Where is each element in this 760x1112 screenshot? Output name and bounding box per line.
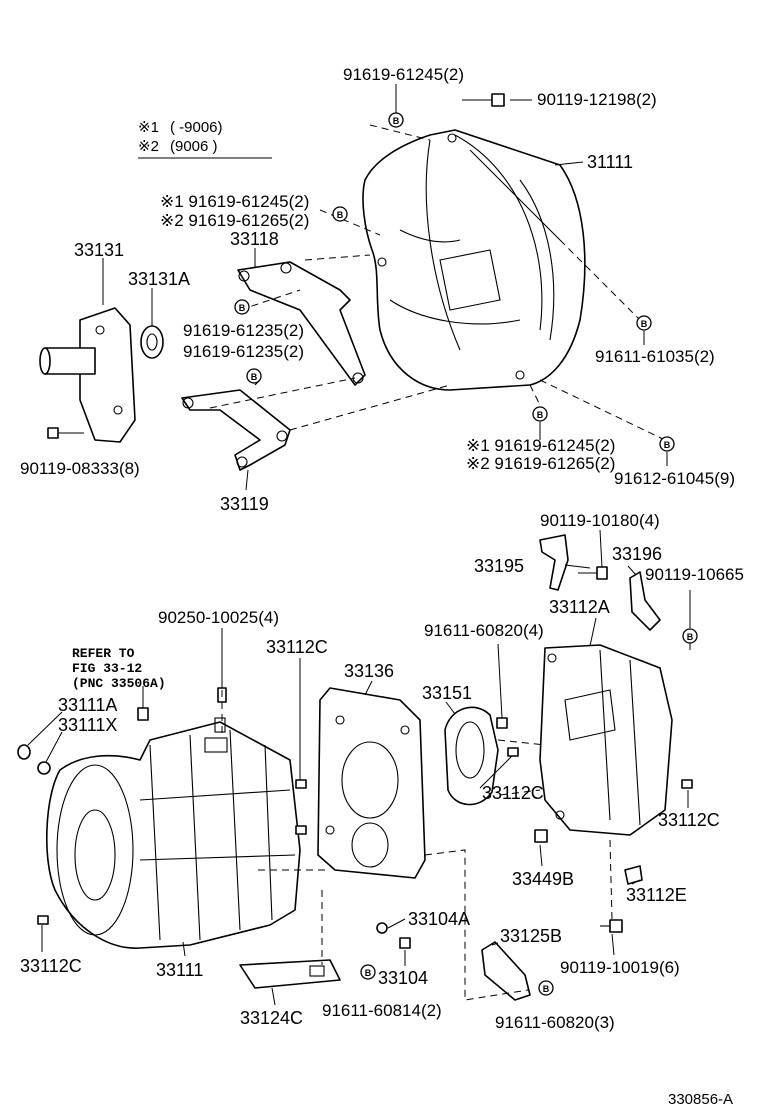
bolt-mark-icon: B [332, 206, 348, 222]
seal-33131A-drawing [140, 325, 164, 359]
bolt-mark-icon: B [532, 406, 548, 422]
bolt-90119-08333-drawing [47, 427, 84, 439]
clutch-housing-31111-drawing [362, 129, 586, 391]
part-label: 33124C [240, 1008, 303, 1028]
part-label: 33112C [482, 783, 544, 803]
retainer-33131-drawing [39, 307, 136, 443]
svg-text:B: B [543, 984, 550, 994]
bolt-mark-icon: B [682, 628, 698, 644]
transmission-case-33111-drawing [45, 717, 301, 949]
extension-housing-33112A-drawing [539, 644, 673, 836]
bolt-mark-icon: B [360, 964, 376, 980]
legend-row-1-mark: ※1 [138, 119, 159, 136]
bolt-mark-icon: B [659, 436, 675, 452]
part-label: 33151 [422, 683, 472, 703]
bracket-33125B-drawing [481, 941, 531, 1001]
part-label: 90250-10025(4) [158, 608, 279, 627]
part-label: 91611-61035(2) [595, 347, 715, 366]
part-label: 33111 [156, 960, 203, 980]
bolt-mark-icon: B [388, 112, 404, 128]
part-label: 90119-08333(8) [20, 459, 140, 478]
cover-33124C-drawing [239, 959, 341, 989]
svg-text:B: B [239, 303, 246, 313]
svg-text:B: B [393, 116, 400, 126]
part-label: 33112C [20, 956, 82, 976]
part-label: 31111 [587, 152, 633, 172]
part-label: 33131A [128, 269, 190, 289]
leader-lines [27, 84, 691, 1006]
part-label: 33196 [612, 544, 662, 564]
diagram-id: 330856-A [668, 1091, 733, 1108]
legend-row-2-mark: ※2 [138, 138, 159, 155]
part-label: 91619-61245(2) [343, 65, 464, 84]
part-label: 33111A [58, 695, 117, 715]
lever-33195-drawing [539, 534, 569, 591]
part-label: 91612-61045(9) [614, 469, 735, 488]
lever-33196-drawing [629, 571, 661, 631]
bolt-markers: B B B B B B B B B B [234, 112, 698, 996]
part-label: 33125B [500, 926, 562, 946]
part-label: 91611-60820(4) [424, 621, 544, 640]
part-label: 33136 [344, 661, 394, 681]
part-label: ※1 91619-61245(2) [466, 436, 615, 455]
svg-text:B: B [687, 632, 694, 642]
refer-note-line-1: REFER TO [72, 646, 135, 661]
part-label: 90119-10019(6) [560, 958, 680, 977]
refer-note-line-3: (PNC 33506A) [72, 676, 166, 691]
part-label: 90119-12198(2) [537, 90, 657, 109]
bolt-90119-10180-drawing [578, 566, 608, 580]
part-label: 33119 [220, 494, 269, 514]
svg-text:B: B [365, 968, 372, 978]
part-labels: 91619-61245(2) 90119-12198(2) 31111 ※1 9… [20, 65, 744, 1108]
part-label: 33449B [512, 869, 574, 889]
part-label: 91619-61235(2) [183, 321, 304, 340]
intermediate-plate-33136-drawing [317, 687, 426, 879]
part-label: 33104 [378, 968, 428, 988]
part-label: ※1 91619-61245(2) [160, 192, 309, 211]
svg-text:B: B [641, 319, 648, 329]
part-label: 91619-61235(2) [183, 342, 304, 361]
svg-text:B: B [664, 440, 671, 450]
part-label: 33195 [474, 556, 524, 576]
svg-text:B: B [337, 210, 344, 220]
part-label: 33131 [74, 240, 124, 260]
part-label: ※2 91619-61265(2) [160, 211, 309, 230]
part-label: 90119-10180(4) [540, 511, 660, 530]
bolt-91611-60820-4-drawing [496, 717, 508, 729]
part-label: 33111X [58, 715, 117, 735]
part-label: 33104A [408, 909, 470, 929]
part-label: 33112E [626, 885, 687, 905]
bolt-mark-icon: B [246, 368, 262, 384]
part-label: 33112C [658, 810, 720, 830]
bolt-mark-icon: B [234, 299, 250, 315]
bearing-retainer-33151-drawing [444, 706, 499, 806]
bolt-mark-icon: B [538, 980, 554, 996]
refer-note-line-2: FIG 33-12 [72, 661, 142, 676]
legend-box: ※1 ( -9006) ※2 (9006 ) [138, 119, 272, 159]
part-label: 91611-60820(3) [495, 1013, 615, 1032]
legend-row-2-value: (9006 ) [170, 138, 218, 155]
bracket-33119-drawing [181, 389, 291, 471]
bolt-mark-icon: B [636, 315, 652, 331]
svg-text:B: B [537, 410, 544, 420]
part-label: 90119-10665 [645, 565, 744, 584]
svg-text:B: B [251, 372, 258, 382]
part-label: 33118 [230, 229, 279, 249]
part-label: 33112C [266, 637, 328, 657]
bolt-90119-12198-drawing [462, 93, 505, 107]
part-label: 33112A [549, 597, 610, 617]
legend-row-1-value: ( -9006) [170, 119, 223, 136]
part-label: ※2 91619-61265(2) [466, 454, 615, 473]
part-label: 91611-60814(2) [322, 1001, 442, 1020]
